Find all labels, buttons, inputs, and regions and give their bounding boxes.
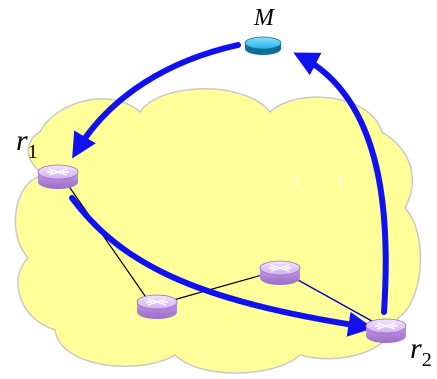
arrow-r1-to-r2 (69, 195, 374, 337)
router-mid (259, 260, 301, 285)
router-icon (37, 164, 79, 189)
arrow-m-to-r1 (72, 42, 241, 159)
server-m (244, 36, 282, 55)
server-icon (244, 36, 282, 55)
label-r1: r1 (16, 124, 38, 163)
label-m: M (253, 5, 276, 31)
router-r1 (37, 164, 79, 189)
router-r2 (365, 318, 407, 343)
router-icon (136, 294, 178, 319)
cloud-tick-marks (296, 176, 341, 186)
router-icon (365, 318, 407, 343)
link-r1-router-left (67, 184, 153, 307)
router-icon (259, 260, 301, 285)
label-r2: r2 (410, 332, 432, 371)
arrow-r2-to-m (293, 52, 389, 315)
route-arrows (69, 42, 389, 337)
network-cloud (14, 88, 422, 374)
router-left (136, 294, 178, 319)
